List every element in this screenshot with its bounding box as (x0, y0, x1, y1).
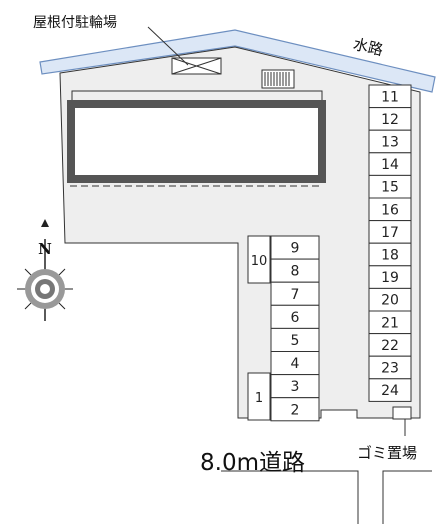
parking-space-6: 6 (291, 310, 300, 326)
parking-space-14: 14 (381, 157, 399, 173)
stairs (261, 69, 295, 89)
parking-space-box (270, 397, 320, 422)
parking-right-column: 11 12 13 14 15 16 17 18 19 20 21 22 23 24 (368, 84, 412, 402)
bike-parking-label: 屋根付駐輪場 (33, 15, 117, 31)
waterway (39, 29, 436, 93)
garbage-box (392, 406, 412, 420)
parking-space-17: 17 (381, 225, 399, 241)
parking-space-19: 19 (381, 270, 399, 286)
parking-space-7: 7 (291, 287, 300, 303)
parking-space-10-box (247, 235, 271, 284)
parking-space-13: 13 (381, 135, 399, 151)
building (67, 100, 326, 183)
parking-space-5: 5 (291, 333, 300, 349)
parking-space-20: 20 (381, 293, 399, 309)
parking-space-24: 24 (381, 383, 399, 399)
parking-space-16: 16 (381, 202, 399, 218)
compass-north-label: N (38, 240, 52, 258)
parking-space-18: 18 (381, 248, 399, 264)
neighbor-lot-lines (221, 470, 432, 524)
parking-space-3: 3 (291, 379, 300, 395)
parking-space-23: 23 (381, 361, 399, 377)
parking-space-15: 15 (381, 180, 399, 196)
parking-space-box (368, 378, 412, 402)
bike-parking-leader (147, 26, 189, 66)
road-label: 8.0m道路 (200, 450, 305, 476)
parking-space-2: 2 (291, 402, 300, 418)
parking-space-8: 8 (291, 264, 300, 280)
parking-left-column: 9 8 7 6 5 4 3 2 (270, 235, 320, 422)
bike-parking-cross (171, 57, 222, 75)
parking-space-1: 1 (255, 391, 263, 406)
parking-space-4: 4 (291, 356, 300, 372)
garbage-label: ゴミ置場 (357, 444, 418, 462)
compass-rose (17, 219, 73, 321)
parking-space-11: 11 (381, 89, 399, 105)
parking-space-10: 10 (251, 254, 268, 269)
parking-space-1-box (247, 372, 271, 421)
parking-space-12: 12 (381, 112, 399, 128)
parking-space-21: 21 (381, 315, 399, 331)
parking-space-9: 9 (291, 241, 300, 257)
parking-space-22: 22 (381, 338, 399, 354)
